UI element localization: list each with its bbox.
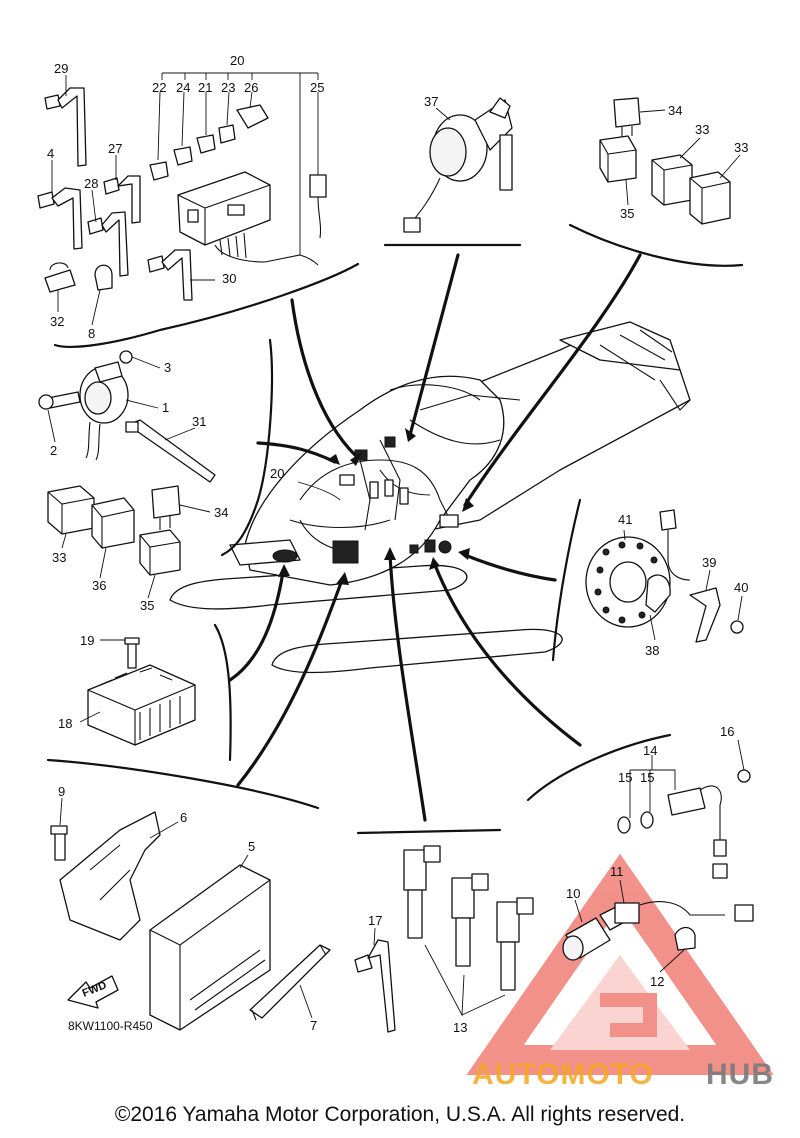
callout-41: 41 <box>618 512 632 527</box>
copyright-notice: ©2016 Yamaha Motor Corporation, U.S.A. A… <box>114 1103 686 1126</box>
callout-38: 38 <box>645 643 659 658</box>
callout-17: 17 <box>368 913 382 928</box>
callout-24: 24 <box>176 80 190 95</box>
callout-34-top: 34 <box>668 103 682 118</box>
callout-33-top-b: 33 <box>734 140 748 155</box>
fuse-box-group <box>37 72 327 301</box>
callout-29: 29 <box>54 61 68 76</box>
callout-6: 6 <box>180 810 187 825</box>
callout-23: 23 <box>221 80 235 95</box>
sensor-group <box>562 755 754 961</box>
callout-13: 13 <box>453 1020 467 1035</box>
callout-10: 10 <box>566 886 580 901</box>
callout-12: 12 <box>650 974 664 989</box>
callout-14: 14 <box>643 743 657 758</box>
callout-20: 20 <box>230 53 244 68</box>
callout-21: 21 <box>198 80 212 95</box>
speed-sensor-group <box>585 509 744 643</box>
callout-7: 7 <box>310 1018 317 1033</box>
callout-1: 1 <box>162 400 169 415</box>
callout-30: 30 <box>222 271 236 286</box>
callout-25: 25 <box>310 80 324 95</box>
rectifier-regulator <box>87 637 196 746</box>
callout-27: 27 <box>108 141 122 156</box>
callout-9: 9 <box>58 784 65 799</box>
callout-8: 8 <box>88 326 95 341</box>
callout-36: 36 <box>92 578 106 593</box>
leader-lines <box>47 75 745 1019</box>
callout-40: 40 <box>734 580 748 595</box>
callout-32: 32 <box>50 314 64 329</box>
relay-group-left <box>47 485 181 576</box>
callout-35-left: 35 <box>140 598 154 613</box>
relay-group-top <box>599 97 731 225</box>
callout-3: 3 <box>164 360 171 375</box>
watermark-text-part1: AUTOMOTO <box>472 1058 654 1091</box>
callout-20-center: 20 <box>270 466 284 481</box>
callout-28: 28 <box>84 176 98 191</box>
watermark-text-part2: HUB <box>706 1058 774 1091</box>
callout-numbers: 29 20 22 24 21 23 26 25 4 27 28 30 32 8 … <box>47 53 748 1035</box>
callout-22: 22 <box>152 80 166 95</box>
ecu-group <box>50 811 331 1031</box>
callout-16: 16 <box>720 724 734 739</box>
callout-11: 11 <box>610 864 624 879</box>
watermark-text: AUTOMOTO HUB <box>472 1058 774 1091</box>
diagram-code: 8KW1100-R450 <box>68 1019 153 1033</box>
callout-4: 4 <box>47 146 54 161</box>
horn-group <box>38 350 216 483</box>
callout-5: 5 <box>248 839 255 854</box>
callout-15-b: 15 <box>640 770 654 785</box>
callout-37: 37 <box>424 94 438 109</box>
callout-arrows <box>228 253 642 822</box>
callout-33-left: 33 <box>52 550 66 565</box>
callout-19: 19 <box>80 633 94 648</box>
snowmobile-body <box>169 321 691 674</box>
callout-33-top-a: 33 <box>695 122 709 137</box>
ignition-coil-group <box>354 845 534 1033</box>
callout-26: 26 <box>244 80 258 95</box>
callout-15-a: 15 <box>618 770 632 785</box>
callout-18: 18 <box>58 716 72 731</box>
callout-31: 31 <box>192 414 206 429</box>
callout-39: 39 <box>702 555 716 570</box>
callout-34-left: 34 <box>214 505 228 520</box>
callout-35-top: 35 <box>620 206 634 221</box>
main-switch-group <box>403 97 513 233</box>
group-frames <box>46 223 744 835</box>
watermark-logo <box>466 853 774 1075</box>
callout-2: 2 <box>50 443 57 458</box>
